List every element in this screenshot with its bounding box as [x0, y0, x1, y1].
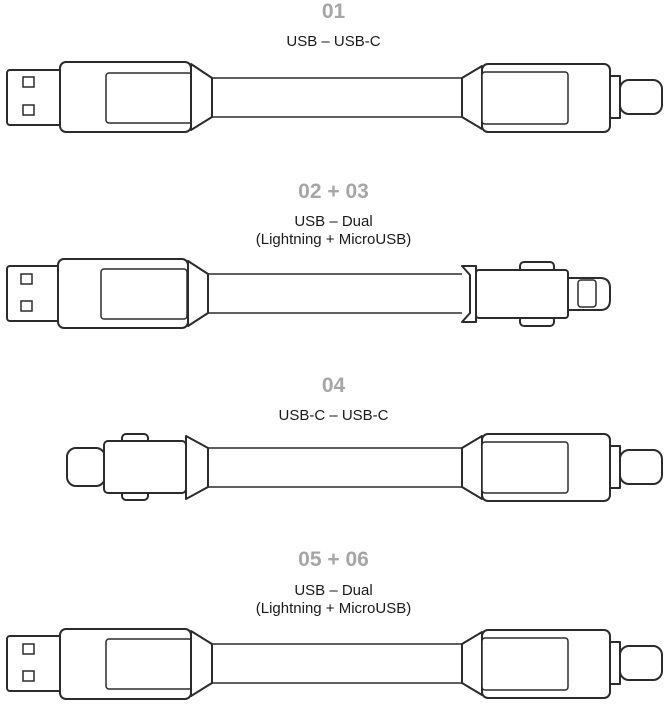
cable-3-illustration [0, 430, 667, 510]
cable-2-number: 02 + 03 [298, 180, 369, 203]
right-housing [462, 434, 610, 501]
usb-a-plug [7, 636, 62, 691]
usb-c-plug [610, 76, 662, 118]
cable-4-title: USB – Dual [294, 582, 373, 599]
left-housing [58, 259, 208, 328]
cable-body [208, 448, 462, 487]
cable-1-title: USB – USB-C [286, 33, 381, 50]
left-housing [60, 629, 212, 699]
usb-c-plug-left [67, 434, 208, 500]
cable-4-illustration [0, 626, 667, 706]
left-housing [60, 62, 212, 132]
cable-2-subtitle: (Lightning + MicroUSB) [255, 231, 412, 248]
usb-a-plug [7, 70, 62, 125]
right-housing [462, 64, 610, 132]
cable-3-number: 04 [321, 374, 346, 397]
lightning-plug [462, 262, 610, 326]
usb-c-plug-right [610, 446, 662, 488]
cable-4-subtitle: (Lightning + MicroUSB) [255, 600, 412, 617]
cable-4-number: 05 + 06 [298, 548, 369, 571]
usb-c-plug [610, 642, 662, 684]
cable-body [212, 78, 462, 117]
cable-body [208, 274, 462, 313]
usb-a-plug [7, 266, 62, 321]
cable-2-illustration [0, 256, 667, 336]
cable-3-title: USB-C – USB-C [278, 407, 389, 424]
cable-1-illustration [0, 60, 667, 140]
cable-2-title: USB – Dual [294, 213, 373, 230]
cable-1-number: 01 [321, 0, 346, 23]
cable-body [212, 644, 462, 683]
right-housing [462, 630, 610, 698]
